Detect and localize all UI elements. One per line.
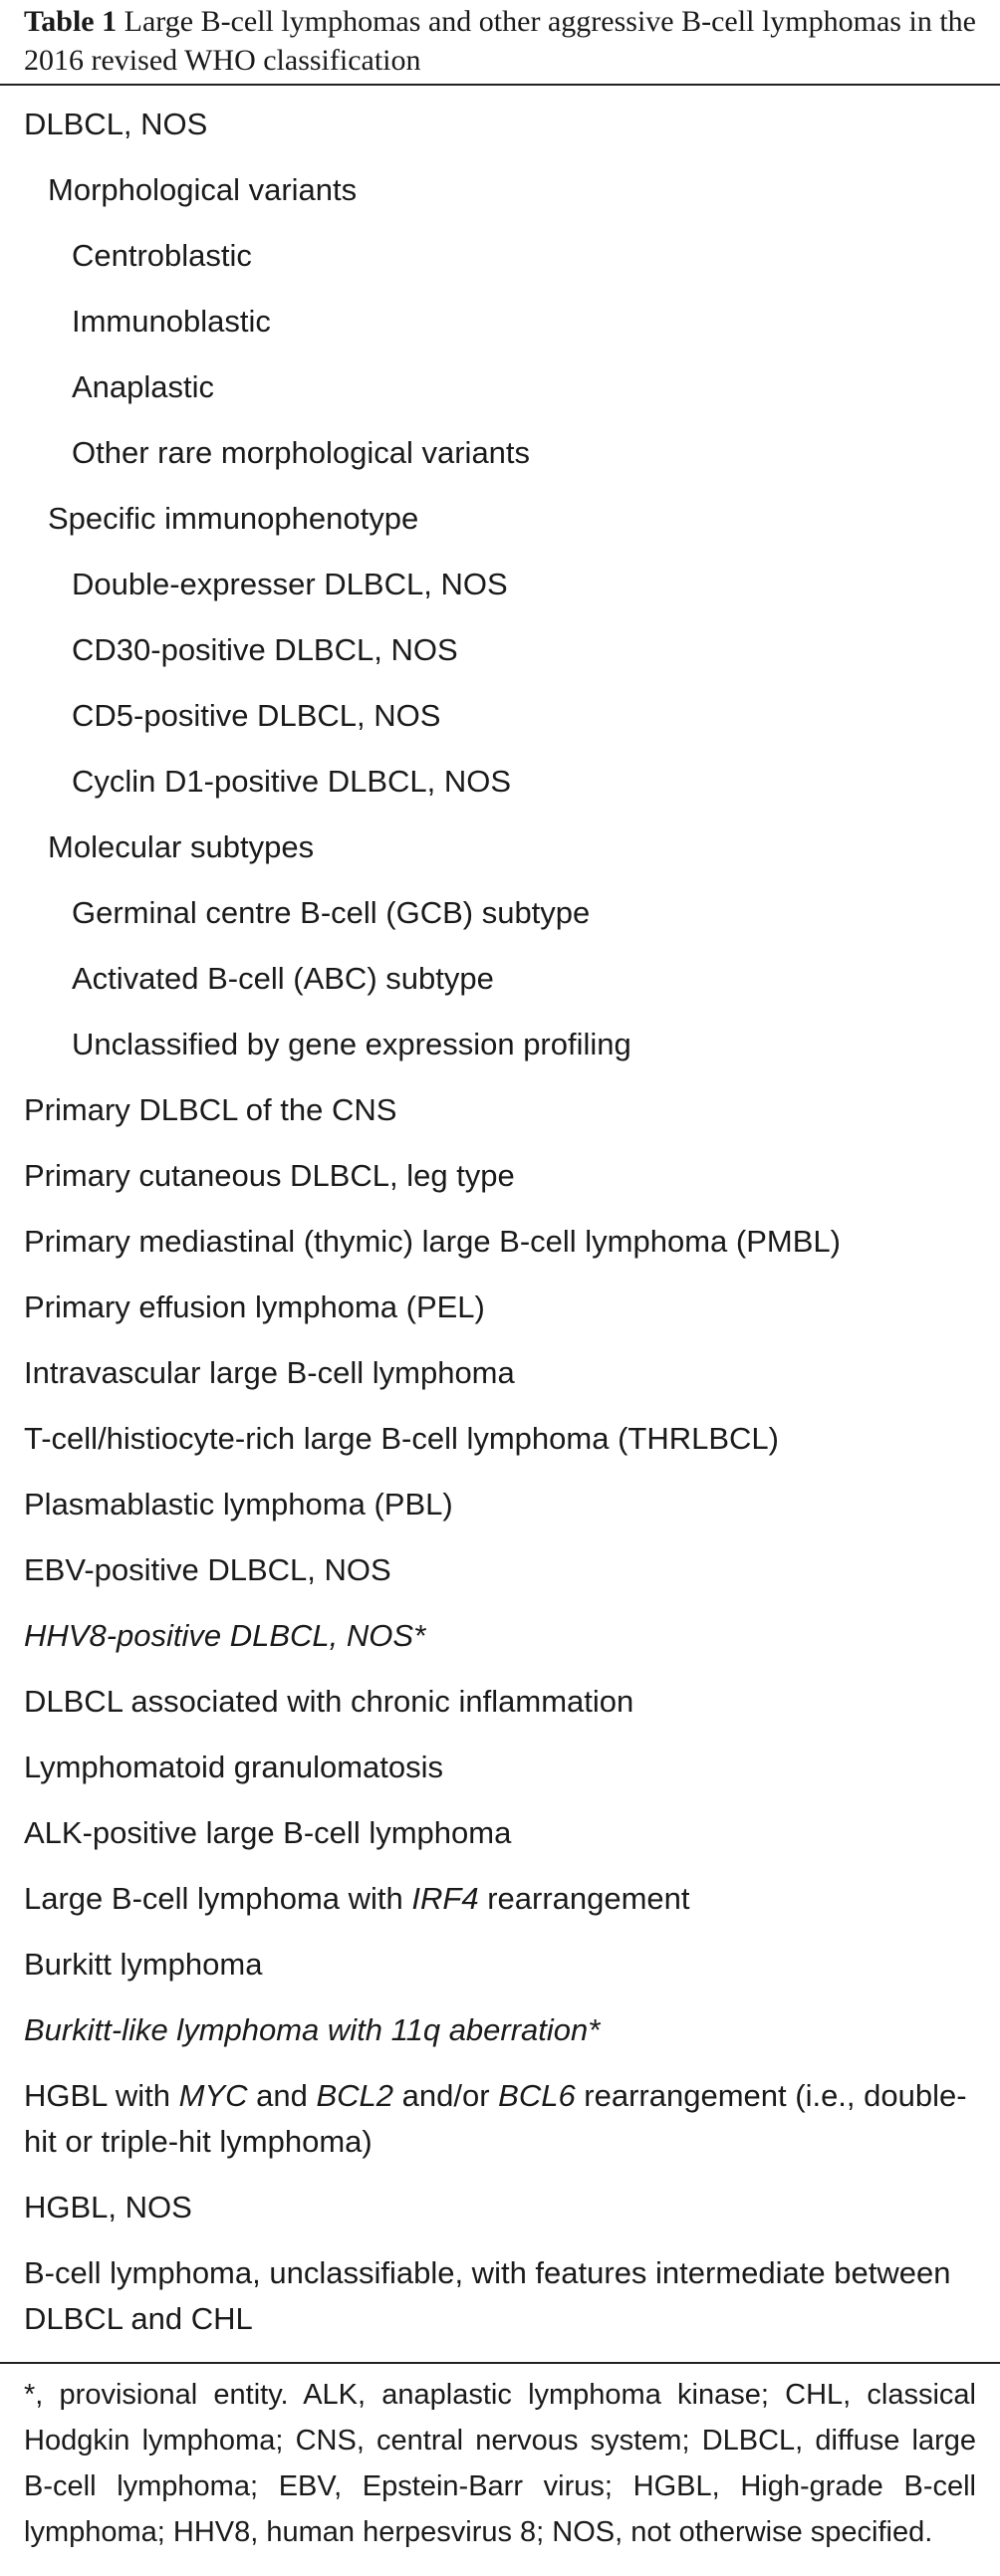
- table-bottom-rule: [0, 2362, 1000, 2364]
- row-text: Large B-cell lymphoma with: [24, 1881, 412, 1916]
- table-row: Immunoblastic: [24, 299, 976, 345]
- row-text: and/or: [393, 2078, 499, 2113]
- row-text-italic: IRF4: [411, 1881, 479, 1916]
- row-text: Unclassified by gene expression profilin…: [72, 1027, 631, 1061]
- table-row: Activated B-cell (ABC) subtype: [24, 956, 976, 1002]
- table-row: Primary effusion lymphoma (PEL): [24, 1285, 976, 1330]
- table-row: HGBL, NOS: [24, 2185, 976, 2230]
- row-text: Primary effusion lymphoma (PEL): [24, 1289, 485, 1324]
- table-row: DLBCL associated with chronic inflammati…: [24, 1679, 976, 1725]
- row-text: CD5-positive DLBCL, NOS: [72, 698, 441, 733]
- row-text: and: [247, 2078, 317, 2113]
- table-row: HGBL with MYC and BCL2 and/or BCL6 rearr…: [24, 2073, 976, 2165]
- row-text: Activated B-cell (ABC) subtype: [72, 961, 494, 996]
- row-text: B-cell lymphoma, unclassifiable, with fe…: [24, 2255, 951, 2336]
- table-row: Intravascular large B-cell lymphoma: [24, 1350, 976, 1396]
- row-text: DLBCL, NOS: [24, 107, 208, 141]
- table-row: Anaplastic: [24, 364, 976, 410]
- row-text: Cyclin D1-positive DLBCL, NOS: [72, 764, 512, 799]
- table-row: B-cell lymphoma, unclassifiable, with fe…: [24, 2250, 976, 2342]
- row-text: CD30-positive DLBCL, NOS: [72, 632, 458, 667]
- table-row: CD30-positive DLBCL, NOS: [24, 627, 976, 673]
- row-text: Burkitt lymphoma: [24, 1947, 263, 1982]
- row-text: rearrangement (i.e., double-hit or tripl…: [24, 2078, 967, 2159]
- table-caption: Table 1 Large B-cell lymphomas and other…: [24, 0, 976, 80]
- row-text: Immunoblastic: [72, 304, 271, 339]
- row-text: Plasmablastic lymphoma (PBL): [24, 1487, 453, 1522]
- row-text: Lymphomatoid granulomatosis: [24, 1750, 444, 1784]
- table-row: Specific immunophenotype: [24, 496, 976, 542]
- table-row: Lymphomatoid granulomatosis: [24, 1745, 976, 1790]
- table-row: Germinal centre B-cell (GCB) subtype: [24, 890, 976, 936]
- table-row: CD5-positive DLBCL, NOS: [24, 693, 976, 739]
- table-row: Unclassified by gene expression profilin…: [24, 1022, 976, 1067]
- row-text: Germinal centre B-cell (GCB) subtype: [72, 895, 591, 930]
- table-row: Morphological variants: [24, 167, 976, 213]
- row-text: Molecular subtypes: [48, 829, 315, 864]
- table-row: Burkitt lymphoma: [24, 1942, 976, 1988]
- table-row: Double-expresser DLBCL, NOS: [24, 562, 976, 607]
- row-text: Morphological variants: [48, 172, 358, 207]
- table-row: Primary cutaneous DLBCL, leg type: [24, 1153, 976, 1199]
- table-row: Large B-cell lymphoma with IRF4 rearrang…: [24, 1876, 976, 1922]
- row-text: T-cell/histiocyte-rich large B-cell lymp…: [24, 1421, 779, 1456]
- table-caption-label: Table 1: [24, 5, 118, 38]
- row-text: Specific immunophenotype: [48, 501, 419, 536]
- table-row: Primary mediastinal (thymic) large B-cel…: [24, 1219, 976, 1265]
- row-text-italic: MYC: [178, 2078, 248, 2113]
- table-row: ALK-positive large B-cell lymphoma: [24, 1810, 976, 1856]
- table-row: Primary DLBCL of the CNS: [24, 1087, 976, 1133]
- row-text: rearrangement: [478, 1881, 690, 1916]
- table-caption-text: Large B-cell lymphomas and other aggress…: [24, 5, 976, 77]
- row-text: HGBL, NOS: [24, 2190, 192, 2225]
- table-row: Molecular subtypes: [24, 824, 976, 870]
- row-text: HGBL with: [24, 2078, 179, 2113]
- row-text: EBV-positive DLBCL, NOS: [24, 1552, 391, 1587]
- row-text: Primary cutaneous DLBCL, leg type: [24, 1158, 515, 1193]
- row-text: Centroblastic: [72, 238, 252, 273]
- row-text: Other rare morphological variants: [72, 435, 531, 470]
- row-text-italic: BCL2: [316, 2078, 394, 2113]
- row-text: Double-expresser DLBCL, NOS: [72, 567, 508, 601]
- table-row: HHV8-positive DLBCL, NOS*: [24, 1613, 976, 1659]
- row-text-italic: Burkitt-like lymphoma with 11q aberratio…: [24, 2012, 601, 2047]
- row-text: Anaplastic: [72, 369, 215, 404]
- row-text-italic: BCL6: [498, 2078, 576, 2113]
- table-top-rule: [0, 84, 1000, 86]
- table-row: Other rare morphological variants: [24, 430, 976, 476]
- row-text: Primary mediastinal (thymic) large B-cel…: [24, 1224, 841, 1259]
- row-text-italic: HHV8-positive DLBCL, NOS*: [24, 1618, 426, 1653]
- table-row: Plasmablastic lymphoma (PBL): [24, 1482, 976, 1527]
- table-row: T-cell/histiocyte-rich large B-cell lymp…: [24, 1416, 976, 1462]
- table-row: EBV-positive DLBCL, NOS: [24, 1547, 976, 1593]
- table-row: Centroblastic: [24, 233, 976, 279]
- table-row: Cyclin D1-positive DLBCL, NOS: [24, 759, 976, 805]
- row-text: DLBCL associated with chronic inflammati…: [24, 1684, 634, 1719]
- row-text: Intravascular large B-cell lymphoma: [24, 1355, 515, 1390]
- table-row: Burkitt-like lymphoma with 11q aberratio…: [24, 2007, 976, 2053]
- row-text: Primary DLBCL of the CNS: [24, 1092, 397, 1127]
- table-row: DLBCL, NOS: [24, 102, 976, 147]
- table-footnote: *, provisional entity. ALK, anaplastic l…: [24, 2379, 976, 2548]
- row-text: ALK-positive large B-cell lymphoma: [24, 1815, 512, 1850]
